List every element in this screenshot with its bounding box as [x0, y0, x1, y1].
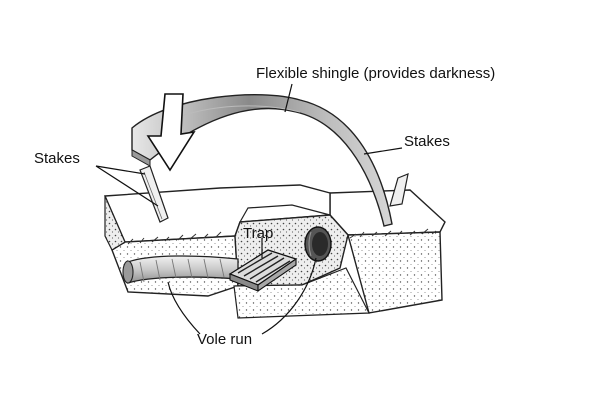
stakes-left-label: Stakes: [34, 150, 80, 167]
shingle-leader: [284, 83, 293, 113]
leader-lines: [95, 83, 403, 335]
vole-run-opening: [304, 226, 332, 262]
stakes-right-leader: [363, 147, 403, 155]
mouse-trap: [228, 249, 298, 293]
vole-run-tunnel: [122, 255, 239, 284]
stake-left: [139, 165, 169, 223]
stakes-left-leader: [95, 165, 159, 207]
stake-right: [389, 173, 409, 207]
down-arrow-icon: [146, 93, 196, 172]
trap-label: Trap: [243, 225, 274, 242]
shingle-label: Flexible shingle (provides darkness): [256, 65, 496, 82]
stakes-right-label: Stakes: [404, 133, 450, 150]
vole-run-label: Vole run: [197, 331, 253, 348]
vole-run-leader: [167, 257, 317, 335]
